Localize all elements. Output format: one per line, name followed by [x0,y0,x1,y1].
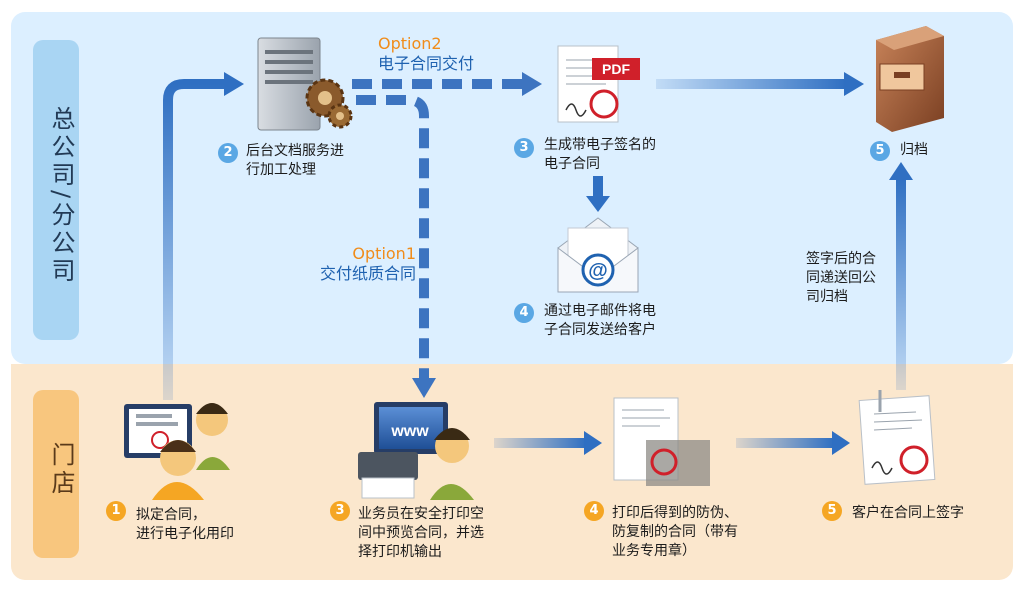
dashed-arrow-option2 [352,72,542,96]
option2-code: Option2 [378,34,442,53]
arrow-to-archive [656,72,864,96]
arrow-contract-to-signed [736,431,850,455]
pdf-badge-text: PDF [602,61,630,77]
step-label-top-3: 生成带电子签名的 电子合同 [544,137,656,172]
step-badge-bottom-5: 5 [822,501,842,521]
option1-code: Option1 [352,244,416,263]
server-gear-icon [257,37,353,131]
step-label-top-5: 归档 [900,142,928,158]
step-label-bottom-4: 打印后得到的防伪、 防复制的合同（带有 业务专用章） [612,505,738,559]
www-text: www [390,423,429,440]
arrow-return-to-archive [889,162,913,390]
printed-contract-icon [613,397,710,486]
step-badge-bottom-4: 4 [584,501,604,521]
step-label-top-2: 后台文档服务进 行加工处理 [246,143,344,178]
option2-label: Option2 电子合同交付 [378,34,474,74]
step-label-bottom-5: 客户在合同上签字 [852,505,964,521]
option1-label: Option1 交付纸质合同 [306,244,416,284]
pdf-document-icon: PDF [557,45,640,123]
step-badge-top-4: 4 [514,303,534,323]
lane-title-store: 门店 [47,442,75,498]
step-label-bottom-1: 拟定合同， 进行电子化用印 [136,507,234,542]
step-label-top-4: 通过电子邮件将电 子合同发送给客户 [544,303,656,338]
arrow-to-server [163,72,244,400]
email-envelope-icon: @ [557,217,639,293]
arrow-printer-to-contract [494,431,602,455]
staff-at-monitor-icon [124,403,230,500]
printer-preview-icon: www [358,402,474,500]
lane-label-store: 门店 [33,390,79,558]
archive-cabinet-icon [876,26,944,132]
option1-text: 交付纸质合同 [319,264,416,283]
step-badge-bottom-3: 3 [330,501,350,521]
step-label-bottom-3: 业务员在安全打印空 间中预览合同，并选 择打印机输出 [358,506,484,560]
step-badge-top-3: 3 [514,138,534,158]
dashed-arrow-option1 [356,95,436,398]
lane-headquarters [11,12,1013,364]
option2-text: 电子合同交付 [378,54,475,73]
step-badge-top-5: 5 [870,141,890,161]
arrow-to-email [586,176,610,212]
return-note: 签字后的合 同递送回公 司归档 [806,251,876,305]
lane-label-headquarters: 总公司/分公司 [33,40,79,340]
step-badge-bottom-1: 1 [106,501,126,521]
step-badge-top-2: 2 [218,143,238,163]
lane-title-headquarters: 总公司/分公司 [47,105,75,287]
svg-text:@: @ [588,260,608,282]
signed-contract-icon [858,390,936,485]
